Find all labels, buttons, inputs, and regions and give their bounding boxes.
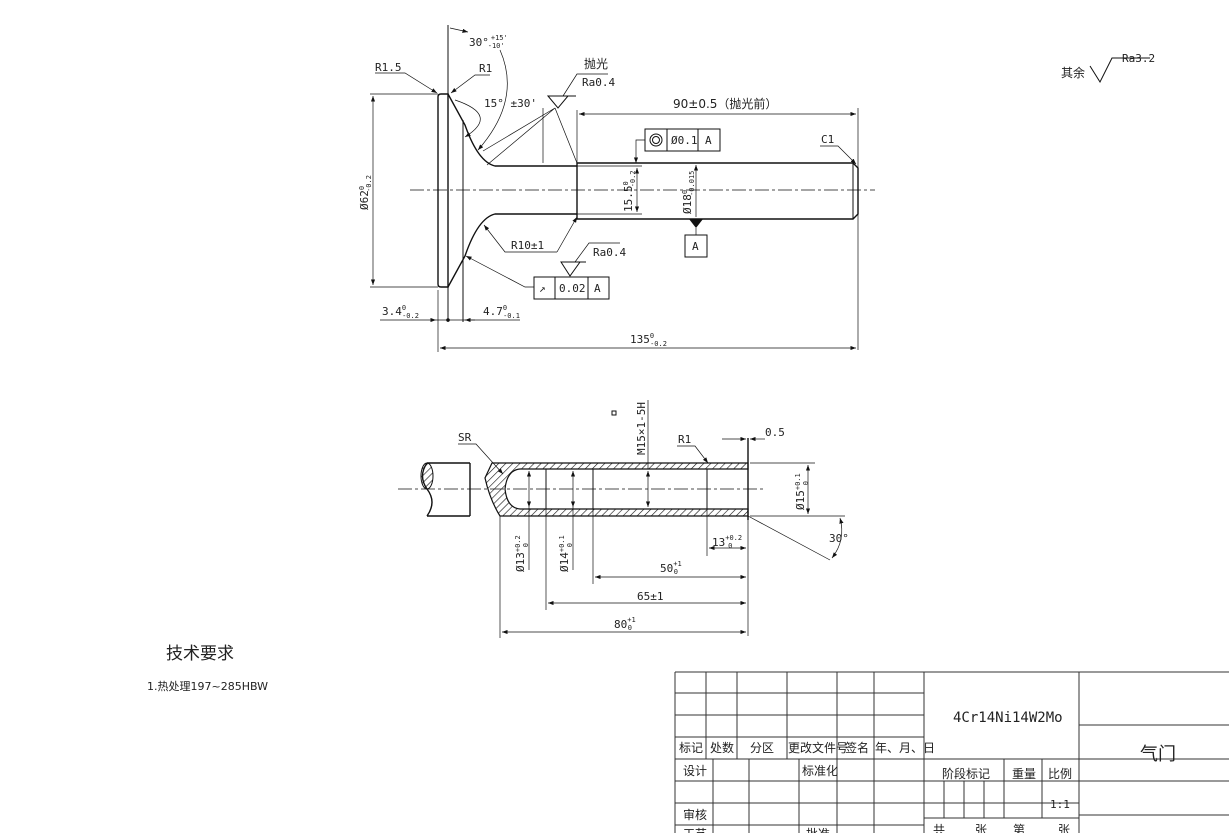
label-review: 审核 xyxy=(683,807,707,822)
neck-bottom xyxy=(447,213,577,288)
label-page: 第 xyxy=(1013,823,1025,833)
roughness-symbol-icon xyxy=(560,261,586,277)
roughness-symbol-icon xyxy=(546,95,576,109)
dim-length-3-4: 3.40-0.2 xyxy=(382,304,419,320)
general-roughness-note: 其余 Ra3.2 xyxy=(1061,52,1155,84)
dim-dia-15-5: 15.50-0.2 xyxy=(622,170,637,212)
datum-a-box xyxy=(684,234,708,258)
svg-text:A: A xyxy=(705,134,712,147)
dim-angle-30-section: 30° xyxy=(829,532,849,545)
title-block: 标记 处数 分区 更改文件号 签名 年、月、日 设计 标准化 审核 工艺 批准 … xyxy=(674,671,1229,833)
dim-r15: R1.5 xyxy=(375,61,402,74)
roughness-note-label: 其余 xyxy=(1061,65,1085,80)
polish-label: 抛光 xyxy=(584,56,608,71)
dim-r10: R10±1 xyxy=(511,239,544,252)
scale-value: 1:1 xyxy=(1050,798,1070,811)
svg-text:Ø0.1: Ø0.1 xyxy=(671,134,698,147)
header-signature: 签名 xyxy=(845,740,869,755)
svg-text:0.02: 0.02 xyxy=(559,282,586,295)
dim-angle-15: 15° ±30' xyxy=(484,97,537,110)
datum-a-label: A xyxy=(692,240,699,253)
dim-dia-62: Ø620-0.2 xyxy=(358,175,373,210)
dim-dia-15: Ø15+0.10 xyxy=(794,473,810,510)
label-process: 工艺 xyxy=(683,827,707,833)
dim-length-90: 90±0.5（抛光前） xyxy=(673,96,777,111)
svg-text:A: A xyxy=(594,282,601,295)
header-change-doc: 更改文件号 xyxy=(788,740,848,755)
dim-length-4-7: 4.70-0.1 xyxy=(483,304,520,320)
label-design: 设计 xyxy=(683,764,707,778)
section-view: SR R1 0.5 M15×1-5H Ø15+0.10 30° Ø13+0.20… xyxy=(398,400,849,638)
concentricity-tolerance-frame: Ø0.1 A xyxy=(633,128,721,163)
valve-stem xyxy=(576,162,859,220)
part-name: 气门 xyxy=(1140,744,1176,765)
dim-r1-section: R1 xyxy=(678,433,691,446)
valve-head xyxy=(437,93,449,288)
concentricity-icon xyxy=(652,136,660,144)
label-sheet: 张 xyxy=(1058,823,1070,833)
dim-dia-18: Ø180-0.015 xyxy=(681,171,696,214)
roughness-value: Ra3.2 xyxy=(1122,52,1155,65)
roughness-symbol-icon xyxy=(1089,57,1150,84)
dim-r1: R1 xyxy=(479,62,492,75)
header-count: 处数 xyxy=(710,740,734,755)
hatched-wall xyxy=(484,462,749,517)
roughness-ra-top: Ra0.4 xyxy=(582,76,615,89)
header-zone: 分区 xyxy=(750,741,774,755)
label-stage-mark: 阶段标记 xyxy=(942,766,990,781)
label-sheets: 张 xyxy=(975,823,987,833)
dim-length-65: 65±1 xyxy=(637,590,664,603)
datum-triangle-icon xyxy=(689,219,703,228)
dim-0-5: 0.5 xyxy=(765,426,785,439)
tech-requirements: 技术要求 1.热处理197~285HBW xyxy=(147,644,268,693)
runout-icon: ↗ xyxy=(539,282,546,295)
label-approve: 批准 xyxy=(806,826,830,833)
dim-thread: M15×1-5H xyxy=(635,402,648,455)
roughness-ra-bottom: Ra0.4 xyxy=(593,246,626,259)
dim-length-135: 1350-0.2 xyxy=(630,332,667,348)
dim-chamfer-c1: C1 xyxy=(821,133,834,146)
neck-top xyxy=(447,93,577,167)
tech-requirements-title: 技术要求 xyxy=(166,644,234,664)
main-view: Ø620-0.2 30°+15'-10' R1.5 R1 15° ±30' 抛光… xyxy=(358,25,875,352)
label-total: 共 xyxy=(933,823,945,833)
dim-sr: SR xyxy=(458,431,472,444)
runout-tolerance-frame: ↗ 0.02 A xyxy=(465,255,610,300)
dim-dia-13: Ø13+0.20 xyxy=(514,535,530,572)
tech-requirement-item: 1.热处理197~285HBW xyxy=(147,680,268,693)
header-date: 年、月、日 xyxy=(875,741,935,755)
material-value: 4Cr14Ni14W2Mo xyxy=(953,710,1063,726)
label-weight: 重量 xyxy=(1012,767,1036,781)
header-mark: 标记 xyxy=(679,741,703,755)
dim-angle-30: 30°+15'-10' xyxy=(469,34,508,50)
label-scale: 比例 xyxy=(1048,767,1072,781)
label-standardization: 标准化 xyxy=(802,764,838,778)
dim-dia-14: Ø14+0.10 xyxy=(558,535,574,572)
